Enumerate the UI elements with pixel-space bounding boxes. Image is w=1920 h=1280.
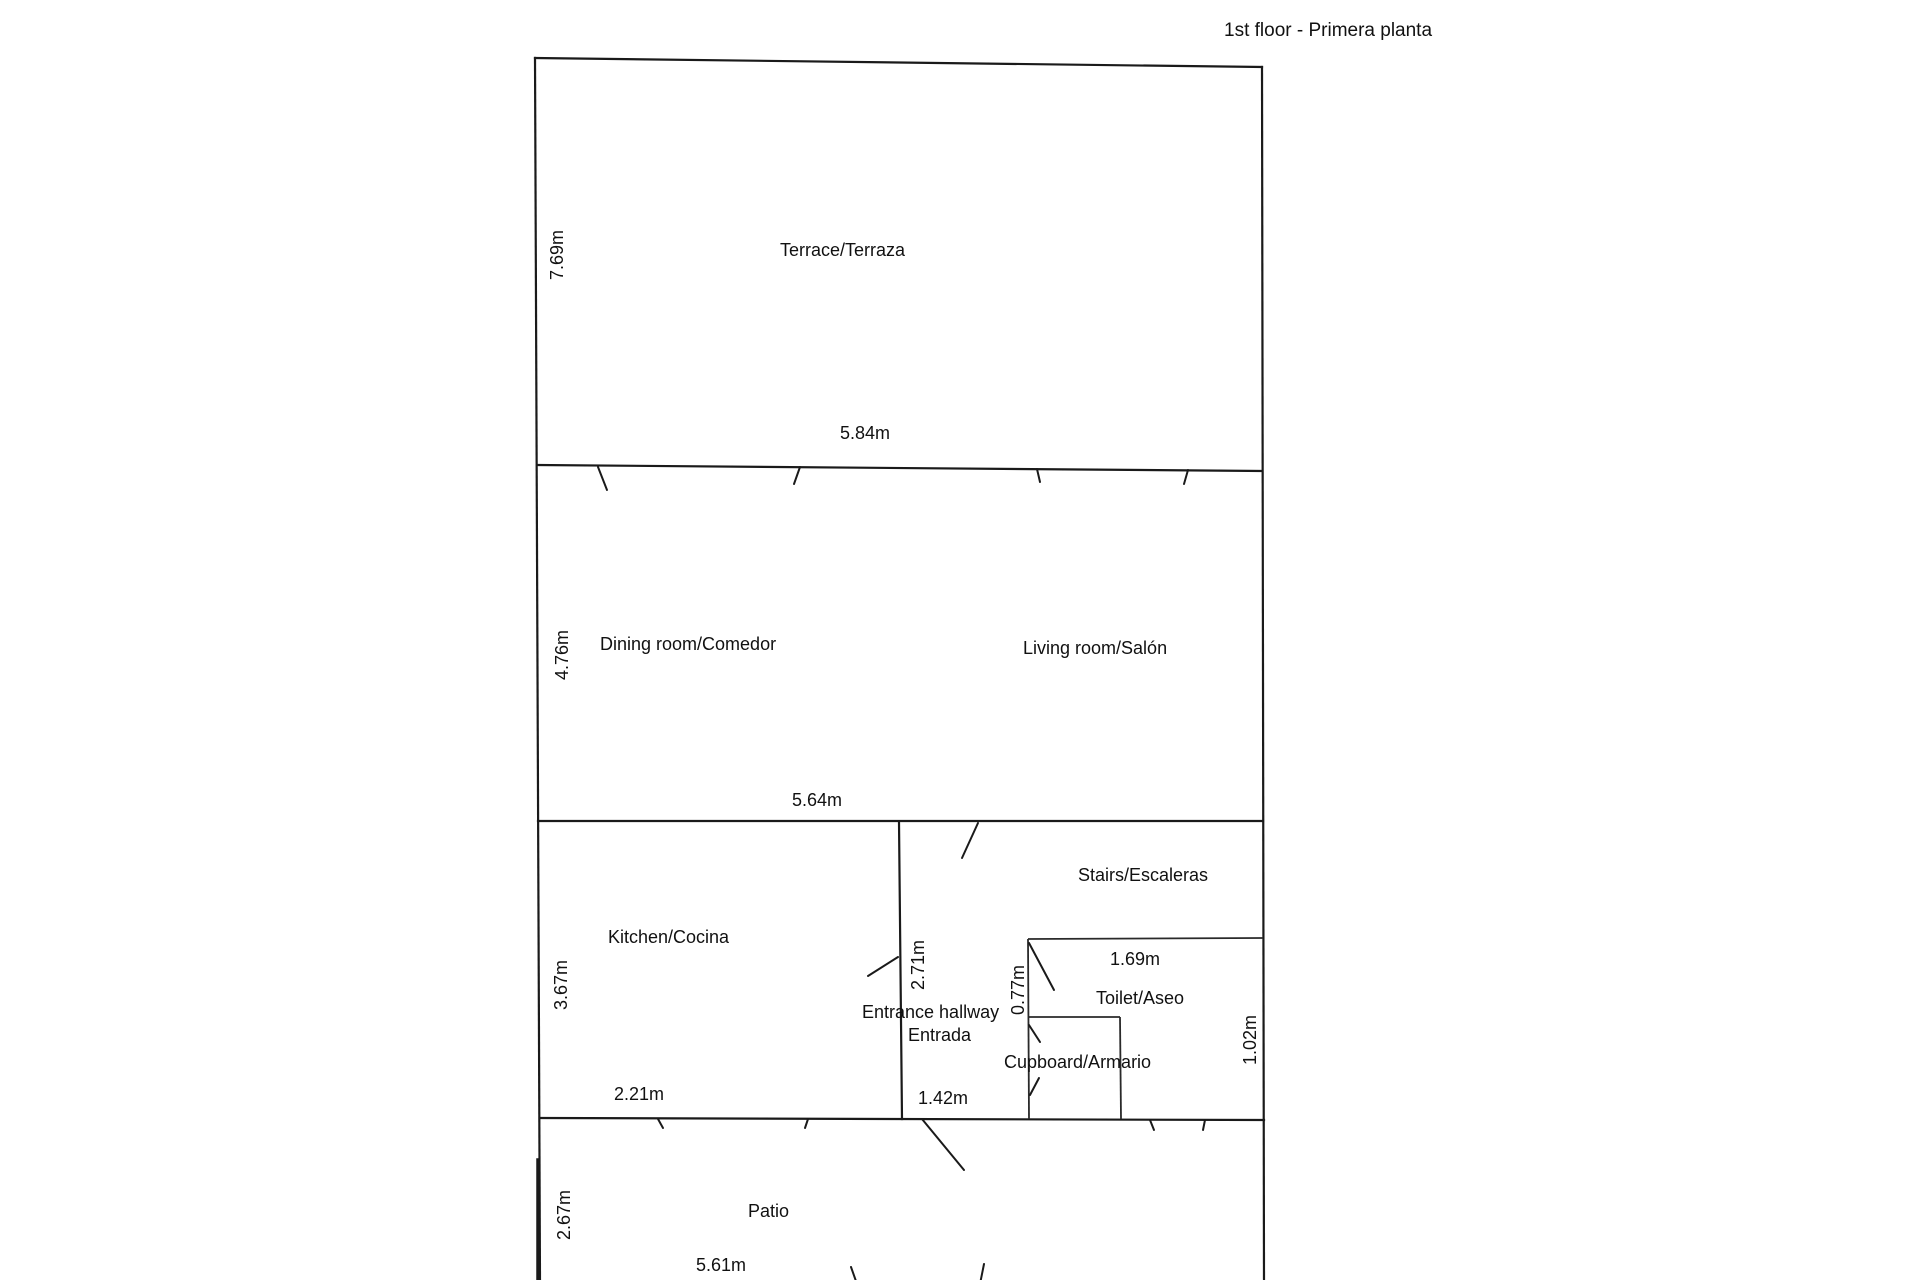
door-mark bbox=[1149, 1119, 1155, 1131]
dim-kitchen-width: 2.21m bbox=[614, 1084, 664, 1104]
dim-toilet-height: 1.02m bbox=[1240, 1015, 1260, 1065]
dim-patio-width: 5.61m bbox=[696, 1255, 746, 1275]
door-mark bbox=[1028, 942, 1055, 991]
door-marks bbox=[597, 466, 1206, 1280]
dim-terrace-height: 7.69m bbox=[547, 230, 567, 280]
door-mark bbox=[1183, 469, 1189, 485]
room-label-kitchen: Kitchen/Cocina bbox=[608, 927, 730, 947]
door-mark bbox=[867, 956, 899, 977]
door-mark bbox=[921, 1118, 965, 1171]
room-label-cupboard: Cupboard/Armario bbox=[1004, 1052, 1151, 1072]
room-label-hallway: Entrance hallway bbox=[862, 1002, 999, 1022]
dim-dining-height: 4.76m bbox=[552, 630, 572, 680]
door-mark bbox=[850, 1266, 857, 1280]
room-label-patio: Patio bbox=[748, 1201, 789, 1221]
door-mark bbox=[657, 1118, 664, 1129]
dim-hallway-width: 1.42m bbox=[918, 1088, 968, 1108]
door-mark bbox=[793, 466, 801, 485]
dim-hallway-height: 2.71m bbox=[908, 940, 928, 990]
room-label-hallway-es: Entrada bbox=[908, 1025, 972, 1045]
door-mark bbox=[1029, 1077, 1040, 1096]
room-label-dining: Dining room/Comedor bbox=[600, 634, 776, 654]
door-mark bbox=[1028, 1024, 1041, 1043]
room-label-terrace: Terrace/Terraza bbox=[780, 240, 906, 260]
dim-toilet-small: 0.77m bbox=[1008, 965, 1028, 1015]
door-mark bbox=[597, 466, 608, 491]
dim-toilet-width: 1.69m bbox=[1110, 949, 1160, 969]
dim-terrace-width: 5.84m bbox=[840, 423, 890, 443]
floor-title: 1st floor - Primera planta bbox=[1224, 20, 1432, 41]
dim-dining-width: 5.64m bbox=[792, 790, 842, 810]
dim-kitchen-height: 3.67m bbox=[551, 960, 571, 1010]
dim-patio-height: 2.67m bbox=[554, 1190, 574, 1240]
outer-walls bbox=[533, 56, 1266, 1280]
interior-walls bbox=[535, 463, 1266, 1122]
room-label-stairs: Stairs/Escaleras bbox=[1078, 865, 1208, 885]
door-mark bbox=[1036, 468, 1041, 483]
room-label-toilet: Toilet/Aseo bbox=[1096, 988, 1184, 1008]
door-mark bbox=[961, 822, 979, 859]
door-mark bbox=[804, 1118, 809, 1129]
door-mark bbox=[1202, 1119, 1206, 1131]
room-label-living: Living room/Salón bbox=[1023, 638, 1167, 658]
door-mark bbox=[979, 1263, 985, 1280]
